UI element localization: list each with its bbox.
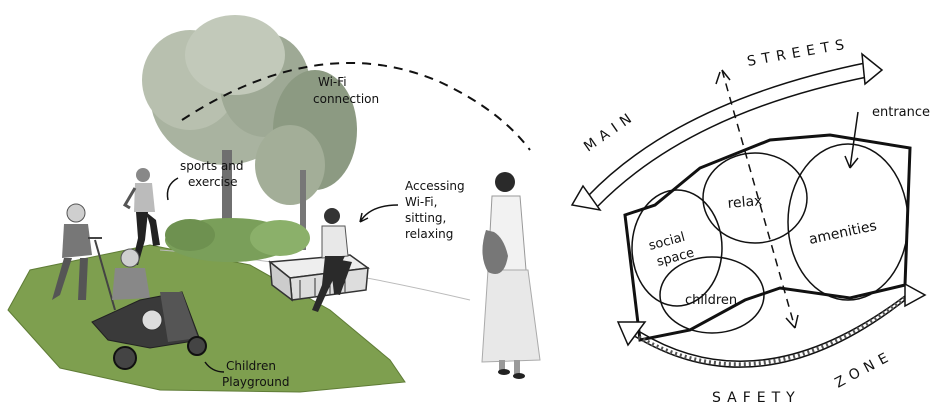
main-streets-label-1: MAIN — [581, 108, 640, 156]
left-scene: Wi-Fi connection sports and exercise Acc… — [8, 15, 540, 392]
entrance-label: entrance — [872, 105, 930, 120]
access-label-line2: Wi-Fi, — [405, 195, 437, 209]
main-streets-label-2: STREETS — [746, 36, 851, 70]
safety-zone-label-1: SAFETY — [712, 390, 801, 406]
children-label-line1: Children — [226, 359, 276, 373]
sports-arrow — [167, 178, 178, 200]
main-streets-arrow — [588, 62, 870, 196]
amenities-label: amenities — [808, 218, 879, 248]
wifi-label: Wi-Fi — [318, 75, 347, 89]
access-label-line3: sitting, — [405, 211, 446, 225]
children-label-line2: Playground — [222, 375, 289, 389]
access-label-line4: relaxing — [405, 227, 453, 241]
access-label-line1: Accessing — [405, 179, 465, 193]
amenities-zone — [788, 144, 908, 300]
relax-label: relax — [727, 193, 763, 212]
access-arrow — [360, 205, 398, 222]
wifi-label-line2: connection — [313, 92, 379, 106]
standing-woman — [482, 172, 540, 379]
right-diagram: MAIN STREETS entrance relax social space… — [572, 36, 930, 406]
safety-zone-label-2: ZONE — [832, 347, 896, 391]
sports-label-line2: exercise — [188, 175, 238, 189]
sports-label-line1: sports and — [180, 159, 244, 173]
children-zone-label: children — [685, 293, 737, 308]
shrubs — [165, 218, 310, 262]
wifi-label-line1: Wi-Fi — [318, 75, 347, 89]
social-space-zone — [632, 190, 722, 306]
